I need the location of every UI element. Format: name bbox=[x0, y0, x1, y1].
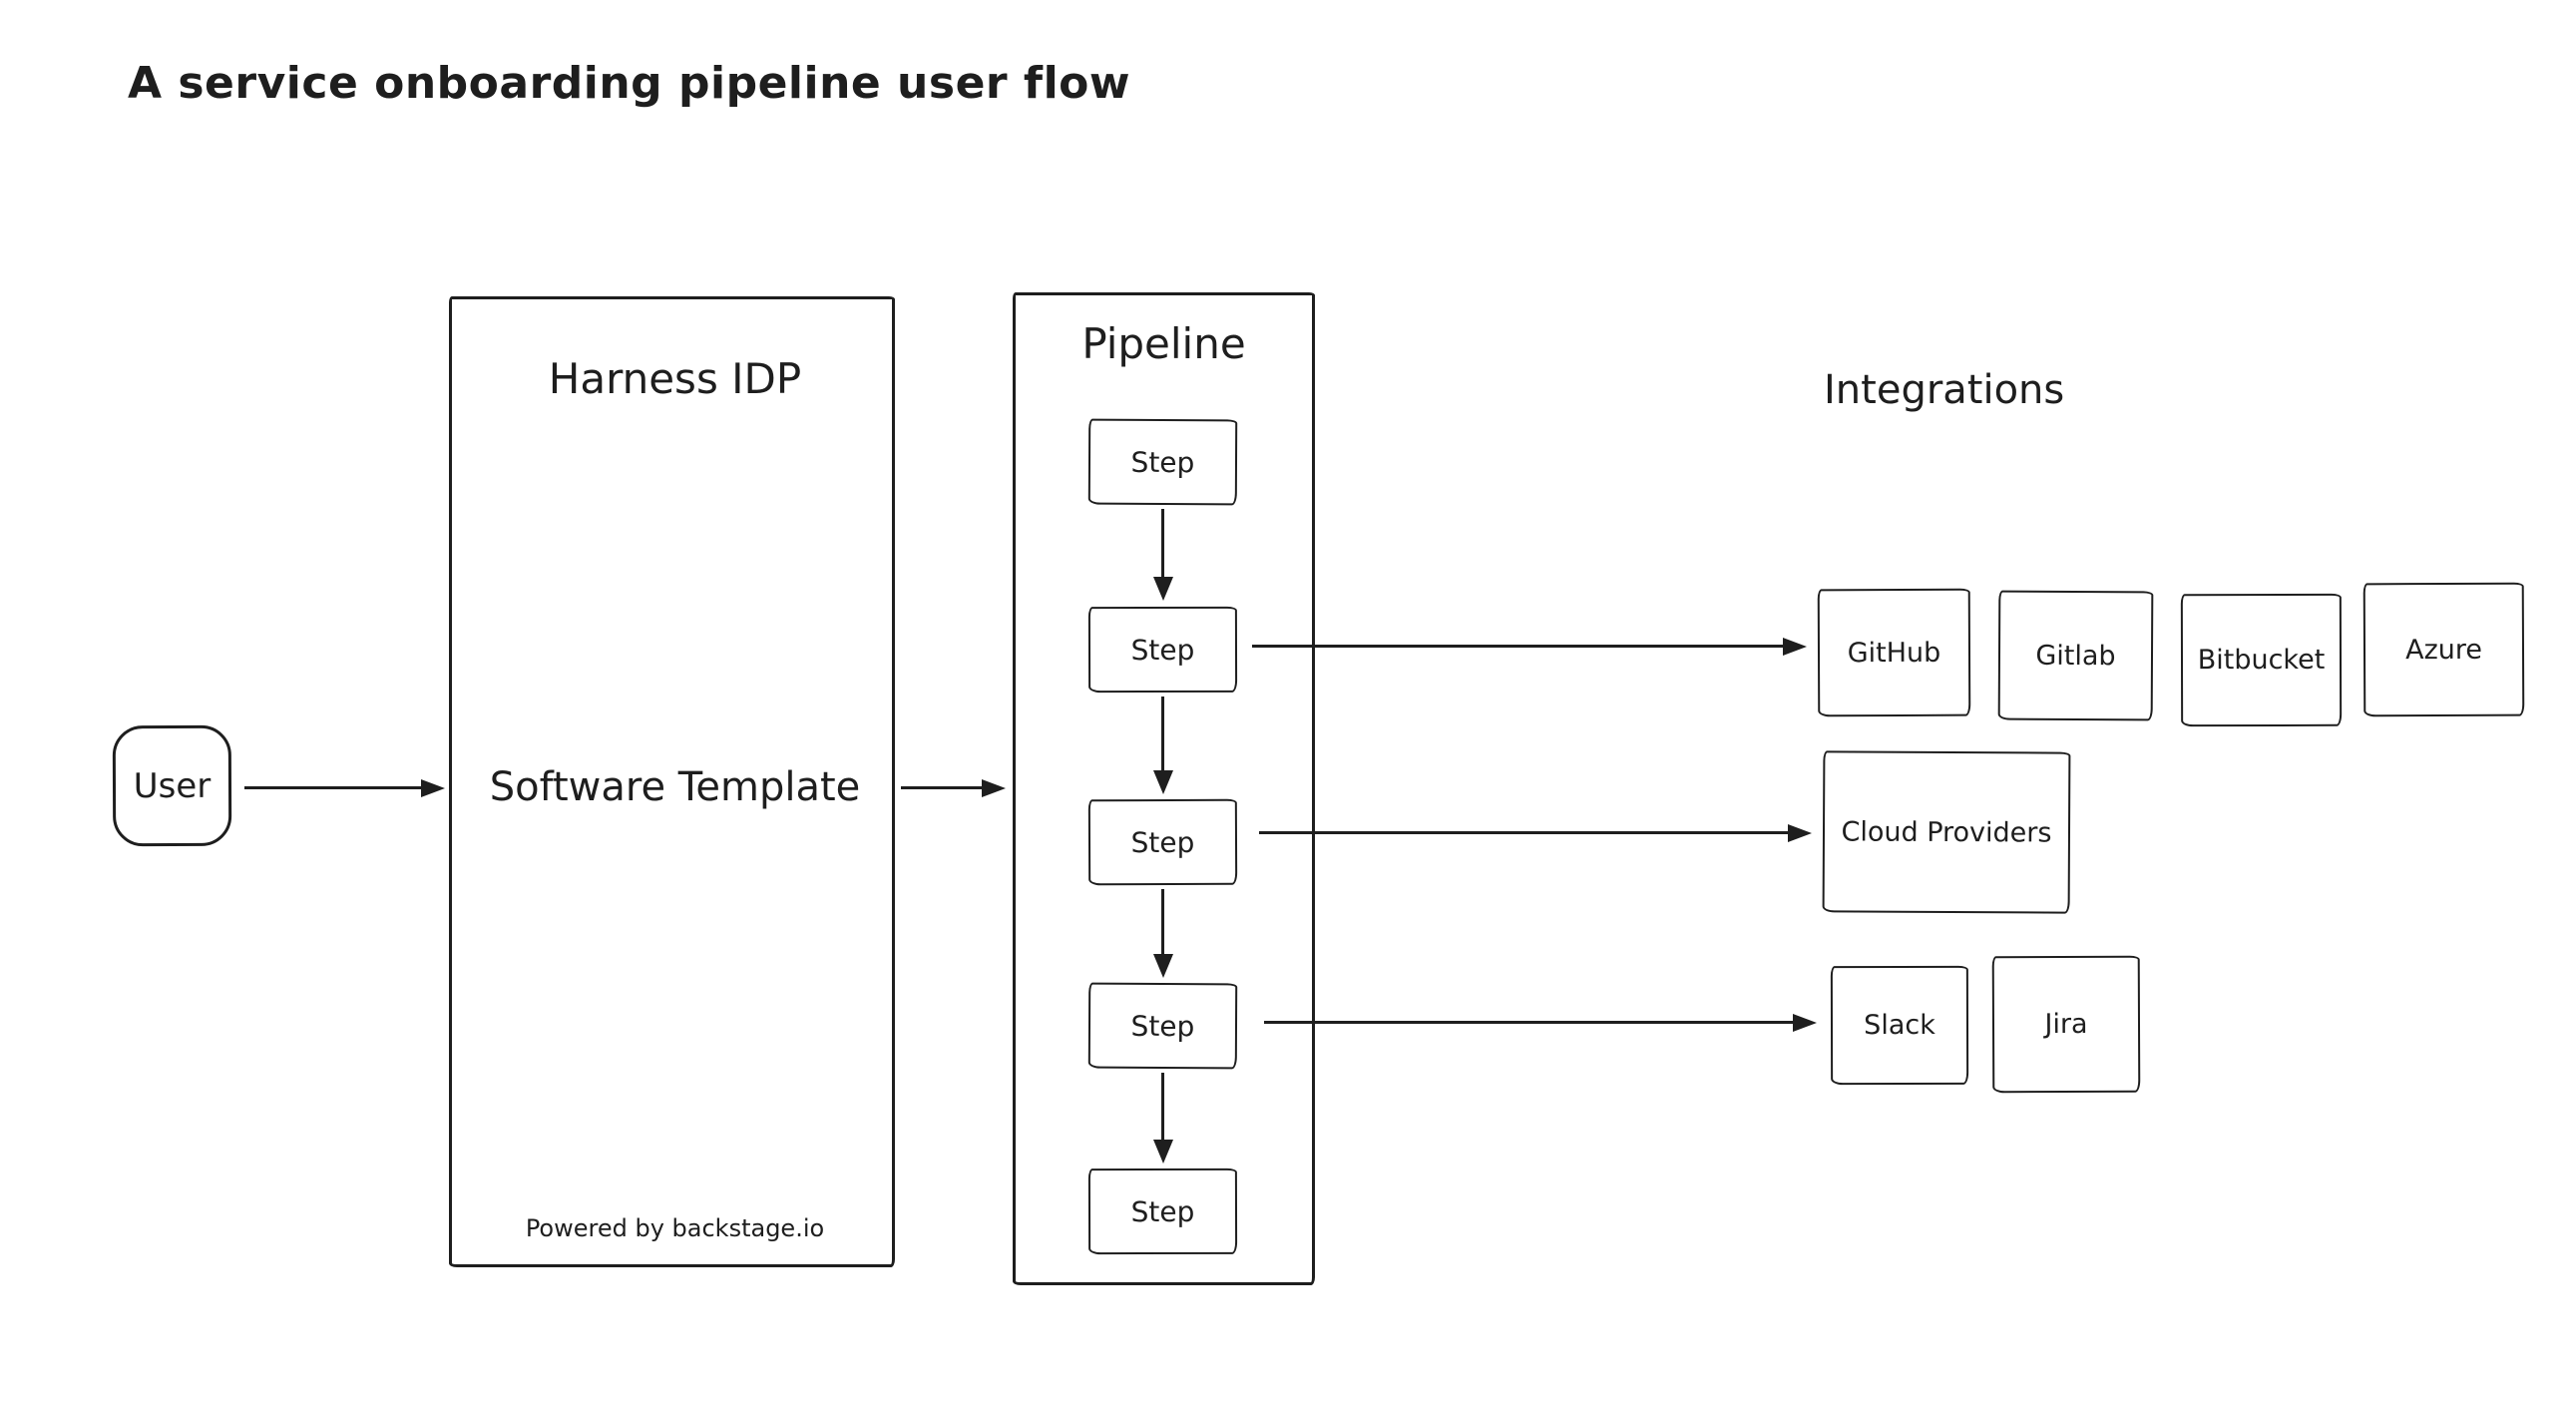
arrow-step3-to-cloud-providers bbox=[1259, 823, 1812, 842]
backstage-footer: Powered by backstage.io bbox=[525, 1214, 825, 1242]
step-label: Step bbox=[1130, 825, 1195, 859]
gitlab-label: Gitlab bbox=[2035, 640, 2116, 672]
software-template-label: Software Template bbox=[489, 764, 861, 810]
diagram-title: A service onboarding pipeline user flow bbox=[128, 58, 1131, 109]
step-node-1: Step bbox=[1087, 418, 1238, 506]
step-label: Step bbox=[1130, 445, 1195, 479]
bitbucket-node: Bitbucket bbox=[2180, 593, 2343, 727]
arrow-step4-to-collab bbox=[1264, 1013, 1817, 1032]
harness-idp-box: Harness IDP Software Template Powered by… bbox=[449, 296, 895, 1267]
github-node: GitHub bbox=[1817, 588, 1971, 717]
arrow-step4-to-step5 bbox=[1152, 1073, 1173, 1164]
azure-node: Azure bbox=[2362, 582, 2525, 717]
slack-label: Slack bbox=[1864, 1009, 1935, 1042]
step-label: Step bbox=[1130, 1009, 1195, 1043]
azure-label: Azure bbox=[2404, 634, 2483, 666]
cloud-providers-label: Cloud Providers bbox=[1841, 815, 2052, 849]
github-label: GitHub bbox=[1847, 637, 1941, 669]
arrow-step2-to-step3 bbox=[1152, 697, 1173, 794]
user-node: User bbox=[112, 724, 232, 847]
step-label: Step bbox=[1130, 633, 1195, 667]
integrations-title: Integrations bbox=[1824, 367, 2065, 413]
slack-node: Slack bbox=[1830, 965, 1969, 1086]
step-node-4: Step bbox=[1087, 982, 1238, 1070]
arrow-step2-to-scm bbox=[1252, 637, 1807, 656]
step-node-5: Step bbox=[1087, 1168, 1238, 1255]
arrow-step1-to-step2 bbox=[1152, 509, 1173, 601]
jira-node: Jira bbox=[1991, 955, 2141, 1094]
arrow-user-to-template bbox=[244, 778, 445, 797]
arrow-step3-to-step4 bbox=[1152, 889, 1173, 978]
pipeline-box: Pipeline Step Step Step Step Step bbox=[1013, 292, 1315, 1285]
step-node-2: Step bbox=[1087, 606, 1238, 694]
user-label: User bbox=[133, 765, 212, 806]
harness-idp-title: Harness IDP bbox=[548, 354, 802, 403]
arrow-template-to-pipeline bbox=[901, 778, 1006, 797]
step-node-3: Step bbox=[1087, 798, 1238, 886]
pipeline-title: Pipeline bbox=[1081, 319, 1246, 368]
jira-label: Jira bbox=[2044, 1008, 2088, 1041]
cloud-providers-node: Cloud Providers bbox=[1822, 750, 2071, 914]
gitlab-node: Gitlab bbox=[1997, 590, 2154, 721]
step-label: Step bbox=[1130, 1194, 1195, 1228]
bitbucket-label: Bitbucket bbox=[2197, 644, 2326, 677]
